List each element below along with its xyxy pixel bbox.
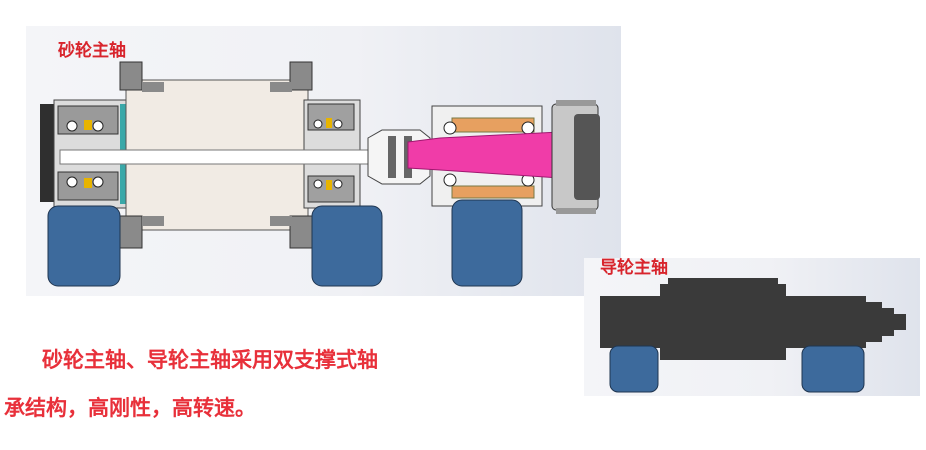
- bearing-support-2: [311, 205, 383, 287]
- grinding-spindle-label: 砂轮主轴: [58, 41, 126, 61]
- guide-bearing-1: [609, 345, 659, 393]
- spindle-shaft: [59, 149, 391, 165]
- left-end-cap: [40, 104, 54, 202]
- caption-line-1: 砂轮主轴、导轮主轴采用双支撑式轴: [42, 348, 378, 372]
- caption-line-2: 承结构，高刚性，高转速。: [4, 396, 256, 420]
- bearing-support-3: [451, 199, 523, 287]
- bearing-support-1: [47, 205, 121, 287]
- guide-spindle-drawing: [600, 278, 906, 393]
- guide-bearing-2: [801, 345, 865, 393]
- guide-end-block: [600, 296, 660, 348]
- grinding-spindle-drawing: [40, 61, 600, 287]
- guide-body: [660, 284, 786, 360]
- guide-spindle-label: 导轮主轴: [600, 258, 668, 278]
